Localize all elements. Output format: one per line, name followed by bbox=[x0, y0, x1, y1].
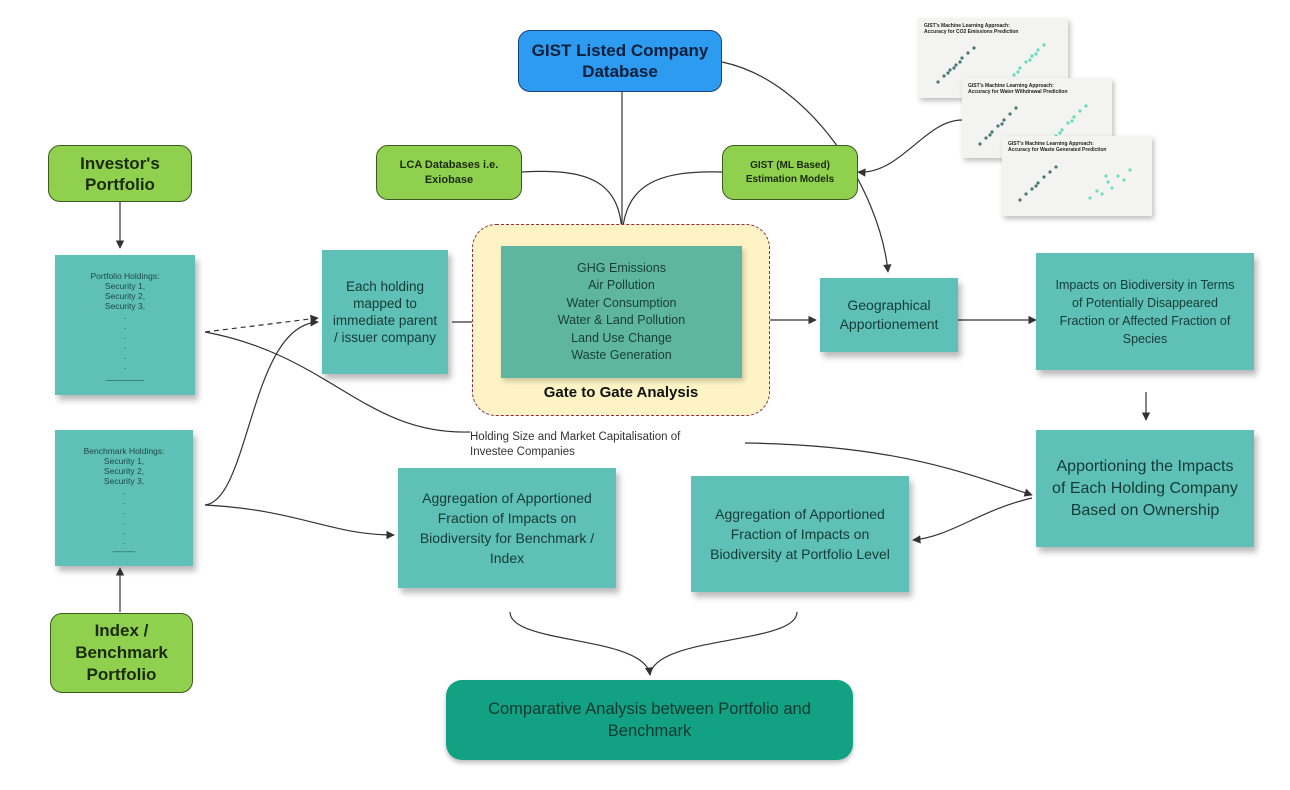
index-benchmark-node: Index / Benchmark Portfolio bbox=[50, 613, 193, 693]
index-benchmark-label: Index / Benchmark Portfolio bbox=[75, 621, 168, 684]
list-item: . bbox=[123, 321, 127, 331]
gist-ml-models-node: GIST (ML Based) Estimation Models bbox=[722, 145, 858, 200]
comparative-analysis-label: Comparative Analysis between Portfolio a… bbox=[488, 700, 811, 740]
gate-to-gate-label: Gate to Gate Analysis bbox=[543, 384, 699, 401]
list-item: . bbox=[123, 311, 127, 321]
impact-item: Waste Generation bbox=[571, 348, 672, 362]
biodiversity-impacts-note: Impacts on Biodiversity in Terms of Pote… bbox=[1036, 253, 1254, 370]
edge-thumbnails-to-ml bbox=[857, 119, 963, 177]
comparative-analysis-node: Comparative Analysis between Portfolio a… bbox=[446, 680, 853, 760]
biodiversity-impacts-label: Impacts on Biodiversity in Terms of Pote… bbox=[1055, 277, 1235, 346]
list-item: . bbox=[122, 486, 126, 496]
edge-holdings-to-mapping-dashed bbox=[204, 314, 319, 333]
scatter-thumbnail-icon bbox=[978, 104, 1088, 146]
aggregation-benchmark-label: Aggregation of Apportioned Fraction of I… bbox=[419, 490, 595, 566]
edge-holdings-to-apportioning bbox=[204, 331, 471, 433]
list-item: Security 1, bbox=[103, 456, 145, 466]
portfolio-holdings-title: Portfolio Holdings: bbox=[90, 271, 160, 281]
edge-holdingsize-to-apportioning bbox=[744, 442, 1033, 497]
list-item: Security 3, bbox=[104, 301, 146, 311]
geographical-apportionment-label: Geographical Apportionement bbox=[839, 297, 939, 332]
impact-item: Air Pollution bbox=[588, 278, 655, 292]
list-item: . bbox=[123, 331, 127, 341]
list-item: . bbox=[123, 361, 127, 371]
portfolio-holdings-note: Portfolio Holdings: Security 1, Security… bbox=[55, 255, 195, 395]
edge-gistdb-to-geo bbox=[721, 61, 892, 273]
lca-databases-node: LCA Databases i.e. Exiobase bbox=[376, 145, 522, 200]
apportioning-impacts-note: Apportioning the Impacts of Each Holding… bbox=[1036, 430, 1254, 547]
edge-ml-to-gate bbox=[618, 171, 723, 239]
list-item: . bbox=[122, 526, 126, 536]
benchmark-holdings-note: Benchmark Holdings: Security 1, Security… bbox=[55, 430, 193, 566]
aggregation-portfolio-label: Aggregation of Apportioned Fraction of I… bbox=[710, 506, 890, 562]
holding-mapping-label: Each holding mapped to immediate parent … bbox=[332, 279, 438, 345]
geographical-apportionment-note: Geographical Apportionement bbox=[820, 278, 958, 352]
apportioning-impacts-label: Apportioning the Impacts of Each Holding… bbox=[1052, 457, 1238, 519]
edge-agg-portfolio-to-comparative bbox=[649, 611, 798, 676]
impact-item: Land Use Change bbox=[571, 330, 672, 345]
benchmark-holdings-title: Benchmark Holdings: bbox=[83, 446, 165, 456]
scatter-thumbnail-icon bbox=[936, 43, 1046, 84]
gist-database-node: GIST Listed Company Database bbox=[518, 30, 722, 92]
holding-mapping-note: Each holding mapped to immediate parent … bbox=[322, 250, 448, 374]
scatter-thumbnail-icon bbox=[1018, 165, 1132, 202]
list-item: . bbox=[122, 506, 126, 516]
lca-databases-label: LCA Databases i.e. Exiobase bbox=[399, 158, 499, 186]
list-item: . bbox=[123, 351, 127, 361]
thumbnail-title: GIST's Machine Learning Approach: Accura… bbox=[1008, 141, 1107, 153]
list-item: . bbox=[123, 341, 127, 351]
environmental-impacts-note: GHG Emissions Air Pollution Water Consum… bbox=[501, 246, 742, 378]
list-item: Security 3, bbox=[103, 476, 145, 486]
aggregation-benchmark-note: Aggregation of Apportioned Fraction of I… bbox=[398, 468, 616, 588]
edge-lca-to-gate bbox=[521, 170, 627, 239]
thumbnail-title: GIST's Machine Learning Approach: Accura… bbox=[924, 23, 1019, 35]
ml-accuracy-thumbnail-3: GIST's Machine Learning Approach: Accura… bbox=[1002, 136, 1152, 216]
edge-agg-benchmark-to-comparative bbox=[509, 611, 654, 676]
list-item: . bbox=[122, 516, 126, 526]
edge-apportioning-to-agg-portfolio bbox=[912, 497, 1033, 544]
list-item: . bbox=[122, 496, 126, 506]
gist-ml-models-label: GIST (ML Based) Estimation Models bbox=[745, 159, 835, 185]
thumbnail-title: GIST's Machine Learning Approach: Accura… bbox=[968, 83, 1068, 95]
list-item: Security 2, bbox=[103, 466, 145, 476]
holding-size-label: Holding Size and Market Capitalisation o… bbox=[470, 430, 681, 460]
gist-database-label: GIST Listed Company Database bbox=[531, 41, 709, 81]
edge-benchmark-to-agg-benchmark bbox=[204, 504, 395, 540]
list-item: . bbox=[122, 536, 126, 546]
holding-size-line-1: Holding Size and Market Capitalisation o… bbox=[470, 431, 681, 443]
list-item: -------- bbox=[112, 546, 136, 556]
impact-item: GHG Emissions bbox=[577, 260, 666, 275]
impact-item: Water Consumption bbox=[566, 295, 677, 310]
investor-portfolio-label: Investor's Portfolio bbox=[80, 153, 160, 194]
aggregation-portfolio-note: Aggregation of Apportioned Fraction of I… bbox=[691, 476, 909, 592]
impact-item: Water & Land Pollution bbox=[557, 313, 686, 327]
investor-portfolio-node: Investor's Portfolio bbox=[48, 145, 192, 202]
edge-benchmark-to-mapping bbox=[204, 318, 319, 506]
list-item: Security 1, bbox=[104, 281, 146, 291]
holding-size-line-2: Investee Companies bbox=[470, 446, 575, 458]
list-item: Security 2, bbox=[104, 291, 146, 301]
list-item: ________ bbox=[106, 371, 144, 381]
